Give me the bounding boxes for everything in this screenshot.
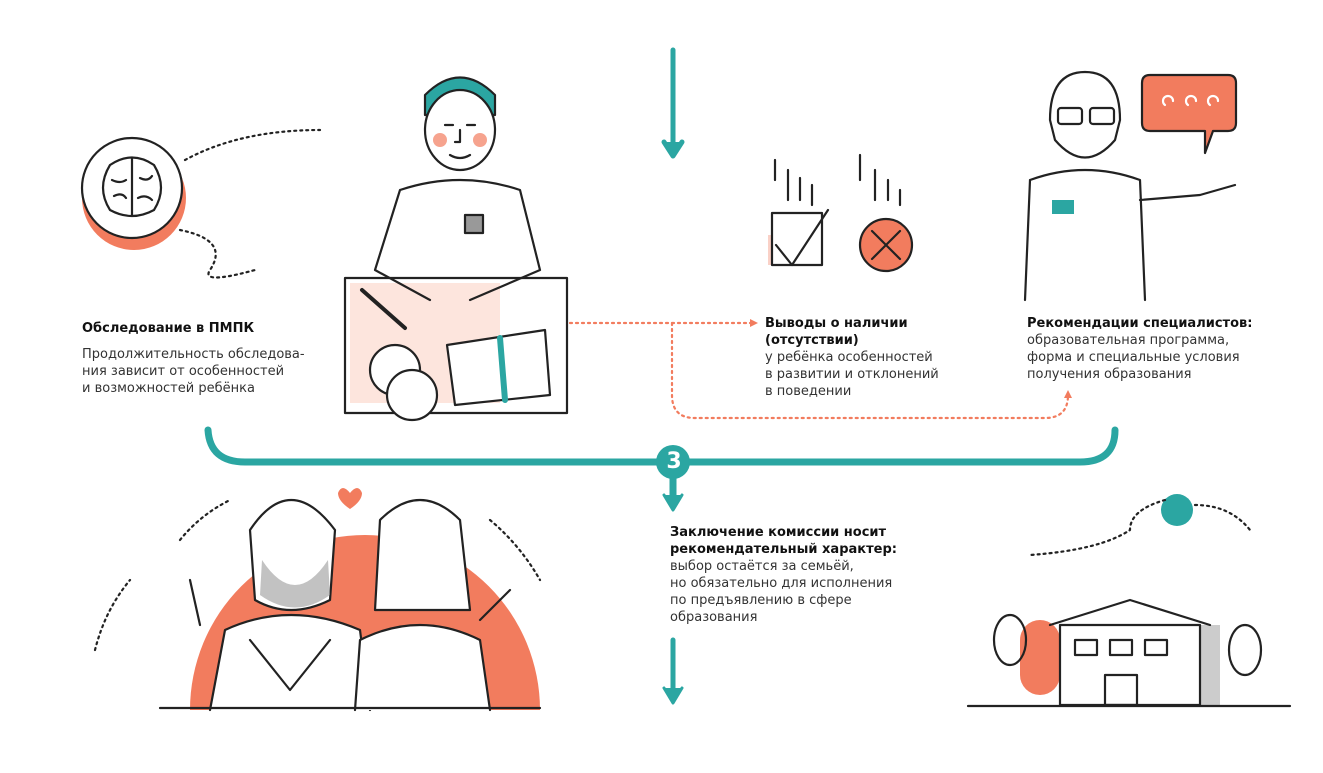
conclusions-line: у ребёнка особенностей: [765, 350, 933, 365]
flow-bracket: [204, 426, 1119, 705]
verdict-line: образования: [670, 610, 758, 625]
verdict-line: по предъявлению в сфере: [670, 593, 852, 608]
brain-icon: [80, 128, 322, 279]
conclusions-block: Выводы о наличии (отсутствии) у ребёнка …: [765, 315, 939, 400]
step-number-badge: 3: [666, 449, 682, 474]
specialist-illustration: [1023, 70, 1238, 302]
dotted-connector: [568, 321, 1070, 420]
exam-block: Обследование в ПМПК Продолжительность об…: [82, 320, 305, 397]
exam-line: Продолжительность обследова-: [82, 347, 305, 362]
exam-line: и возможностей ребёнка: [82, 381, 255, 396]
verdict-line: но обязательно для исполнения: [670, 576, 893, 591]
child-at-desk-illustration: [343, 76, 569, 422]
arrowhead-icon: [750, 319, 758, 327]
arrowhead-icon: [1064, 390, 1072, 398]
exam-title: Обследование в ПМПК: [82, 321, 255, 336]
top-arrow: [661, 47, 685, 159]
conclusions-line: в поведении: [765, 384, 852, 399]
exam-line: ния зависит от особенностей: [82, 364, 285, 379]
school-illustration: [966, 494, 1292, 708]
recommendations-line: получения образования: [1027, 367, 1192, 382]
recommendations-line: форма и специальные условия: [1027, 350, 1240, 365]
verdict-title: Заключение комиссии носит: [670, 525, 887, 540]
conclusions-title: (отсутствии): [765, 333, 859, 348]
verdict-title: рекомендательный характер:: [670, 542, 897, 557]
family-illustration: [93, 488, 542, 712]
verdict-block: Заключение комиссии носит рекомендательн…: [670, 524, 897, 626]
verdict-line: выбор остаётся за семьёй,: [670, 559, 854, 574]
check-and-cross-icons: [768, 153, 914, 273]
conclusions-title: Выводы о наличии: [765, 316, 908, 331]
recommendations-title: Рекомендации специалистов:: [1027, 316, 1253, 331]
conclusions-line: в развитии и отклонений: [765, 367, 939, 382]
recommendations-line: образовательная программа,: [1027, 333, 1230, 348]
recommendations-block: Рекомендации специалистов: образовательн…: [1027, 315, 1252, 383]
